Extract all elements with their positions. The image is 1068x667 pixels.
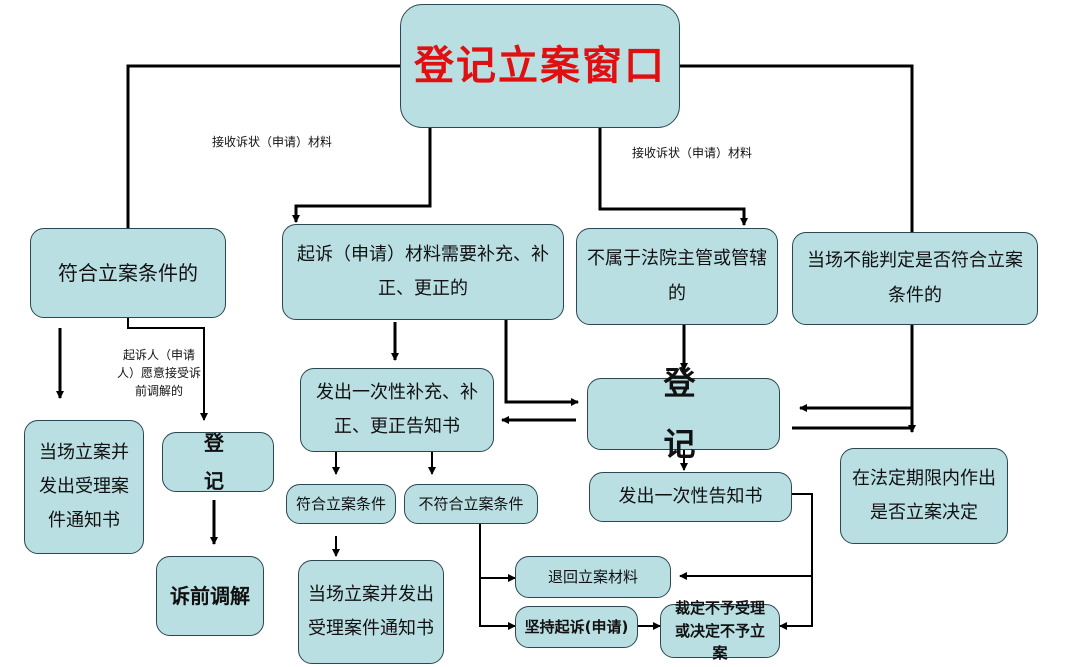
box-insist-suit: 坚持起诉(申请) xyxy=(515,606,638,648)
box-onsite-filing-notice-2: 当场立案并发出受理案件通知书 xyxy=(298,560,444,664)
box-needs-supplement: 起诉（申请）材料需要补充、补正、更正的 xyxy=(282,224,564,320)
label-receive-materials-right: 接收诉状（申请）材料 xyxy=(632,146,753,160)
box-supplement-not-meets: 不符合立案条件 xyxy=(404,484,538,524)
label-mediation-consent: 起诉人（申请人）愿意接受诉前调解的 xyxy=(116,348,201,398)
label-receive-materials-left: 接收诉状（申请）材料 xyxy=(212,135,333,149)
box-not-court-jurisdiction: 不属于法院主管或管辖的 xyxy=(576,228,778,325)
arrow-title-to-not-jurisdiction xyxy=(598,128,748,226)
box-pre-litigation-mediation: 诉前调解 xyxy=(156,556,264,636)
arrow-not-meets-to-insist xyxy=(479,578,516,630)
box-ruling-not-accept: 裁定不予受理或决定不予立案 xyxy=(660,599,780,662)
arrow-not-meets-to-return xyxy=(479,524,516,582)
arrow-one-time-notice-to-ruling xyxy=(779,576,813,630)
connector-title-to-cannot-determine xyxy=(680,64,914,232)
arrow-title-to-needs-supplement xyxy=(292,128,432,223)
page-title: 登记立案窗口 xyxy=(400,4,680,128)
box-issue-one-time-notice: 发出一次性告知书 xyxy=(589,472,792,522)
arrow-meets-to-register-left xyxy=(127,318,208,421)
box-meets-conditions: 符合立案条件的 xyxy=(30,228,226,318)
arrow-one-time-notice-to-return xyxy=(679,493,813,580)
box-cannot-determine: 当场不能判定是否符合立案条件的 xyxy=(792,232,1038,325)
box-issue-supplement-notice: 发出一次性补充、补正、更正告知书 xyxy=(300,368,494,452)
arrow-needs-to-register-center xyxy=(504,320,579,406)
box-return-materials: 退回立案材料 xyxy=(515,556,671,598)
connector-title-to-meets xyxy=(126,64,400,228)
box-onsite-filing-notice: 当场立案并发出受理案件通知书 xyxy=(24,420,144,554)
box-supplement-meets: 符合立案条件 xyxy=(286,484,396,524)
box-register-center: 登记 xyxy=(587,364,780,463)
box-decide-within-limit: 在法定期限内作出是否立案决定 xyxy=(840,448,1008,544)
box-register-left: 登记 xyxy=(162,431,274,493)
